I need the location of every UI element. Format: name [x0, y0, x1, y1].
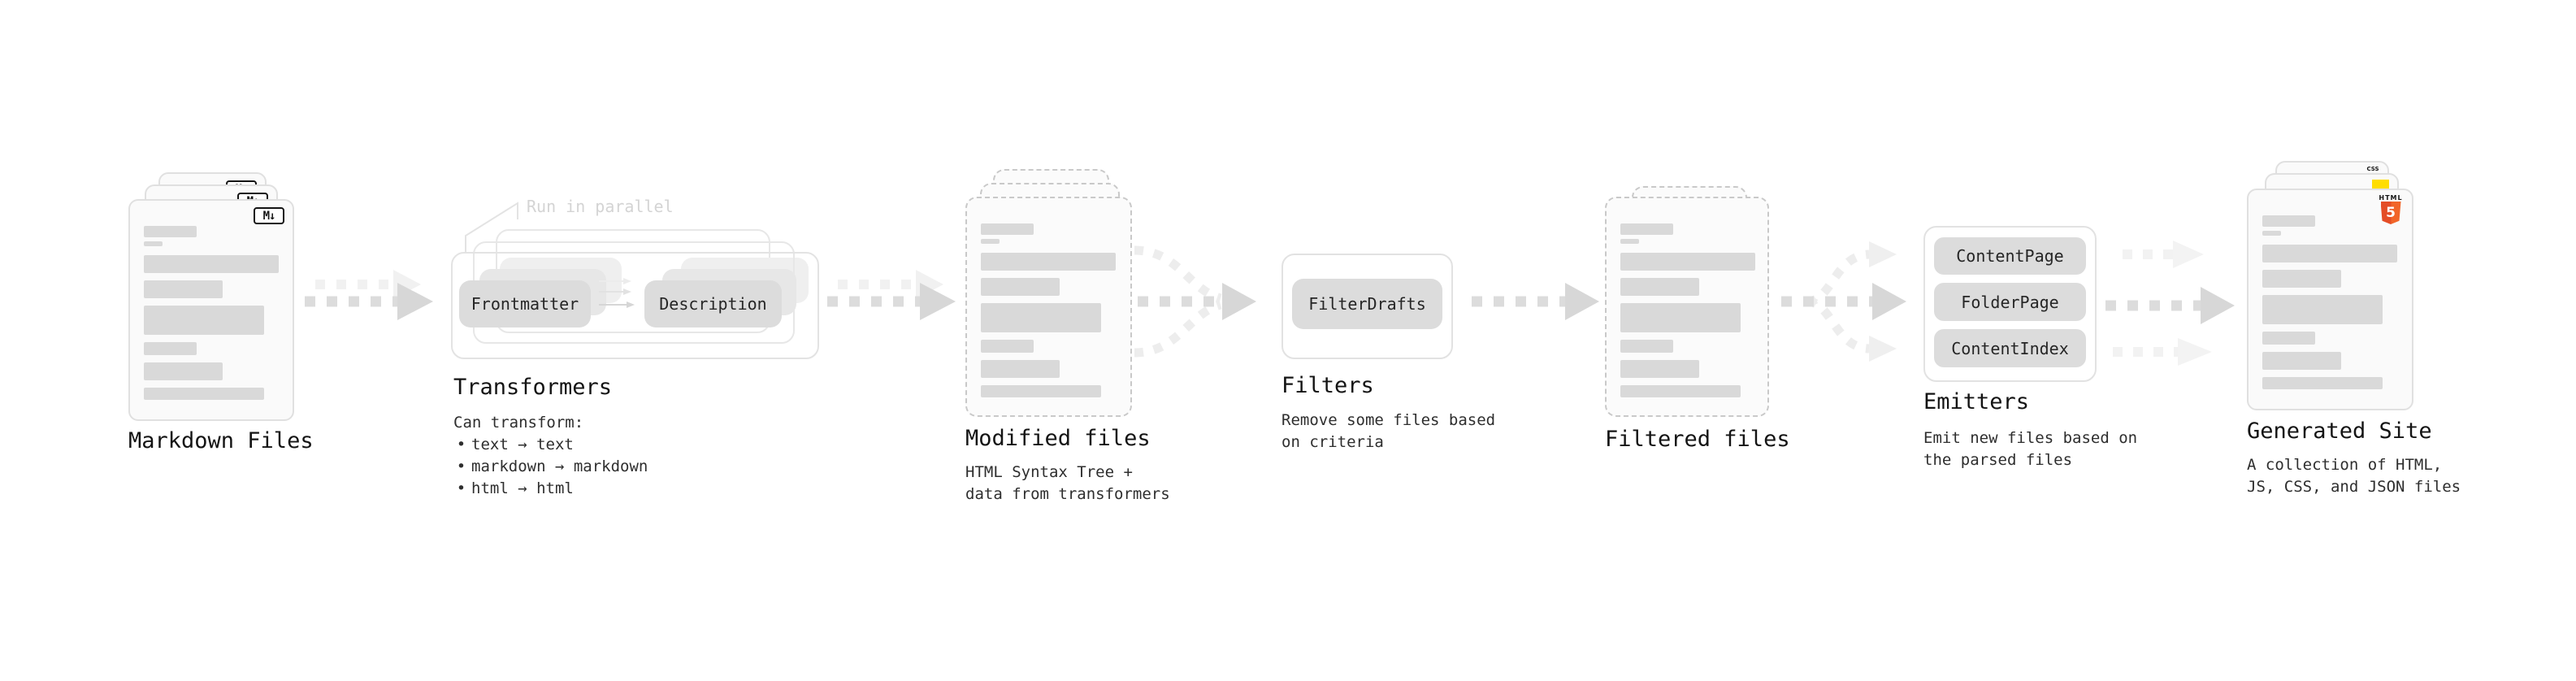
frontmatter-pill: Frontmatter	[459, 280, 591, 327]
run-in-parallel-annotation: Run in parallel	[527, 197, 674, 216]
transformers-title: Transformers	[453, 375, 613, 400]
parallel-arrows-icon	[599, 278, 635, 308]
modified-files-title: Modified files	[965, 426, 1151, 451]
markdown-files-title: Markdown Files	[128, 428, 314, 453]
filter-drafts-pill: FilterDrafts	[1292, 279, 1442, 329]
doc-placeholder-lines	[2262, 215, 2397, 389]
filtered-files-title: Filtered files	[1605, 427, 1790, 452]
list-item: html → html	[455, 478, 648, 500]
emitters-desc: Emit new files based on the parsed files	[1923, 429, 2138, 469]
html5-logo-text: HTML	[2379, 194, 2403, 202]
flow-arrow-filtered-to-emitters-split	[1781, 241, 1906, 362]
transformers-capability-list: text → text markdown → markdown html → h…	[455, 434, 648, 500]
flow-arrow-markdown-to-transformers	[305, 270, 433, 320]
description-pill: Description	[644, 280, 782, 327]
content-index-pill: ContentIndex	[1934, 329, 2086, 367]
flow-arrow-emitter-middle	[2105, 287, 2235, 324]
flow-arrow-transformers-to-modified	[827, 270, 956, 320]
markdown-doc-front: M↓	[128, 199, 294, 421]
list-item: markdown → markdown	[455, 456, 648, 478]
generated-doc-html: HTML 5	[2247, 189, 2413, 410]
generated-site-title: Generated Site	[2247, 419, 2432, 444]
markdown-icon: M↓	[254, 207, 284, 224]
folder-page-pill: FolderPage	[1934, 283, 2086, 321]
flow-arrow-filters-to-filtered	[1472, 283, 1599, 320]
content-page-pill: ContentPage	[1934, 237, 2086, 275]
filters-desc: Remove some files based on criteria	[1281, 411, 1496, 451]
annotation-connector-line	[465, 202, 518, 254]
generated-site-desc: A collection of HTML, JS, CSS, and JSON …	[2247, 456, 2461, 496]
js-file-icon	[2372, 180, 2389, 189]
doc-placeholder-lines	[981, 223, 1116, 397]
transformers-desc-lead: Can transform:	[453, 414, 584, 432]
flow-arrow-emitter-top	[2123, 241, 2204, 268]
transformer-frame-front	[451, 252, 819, 359]
flow-arrow-modified-to-filters-merge	[1134, 245, 1256, 358]
html5-logo-icon: HTML 5	[2379, 194, 2402, 224]
flow-arrow-emitter-bottom	[2113, 338, 2212, 366]
modified-doc-front	[965, 197, 1132, 417]
html5-logo-shield: 5	[2380, 202, 2401, 224]
doc-placeholder-lines	[1620, 223, 1755, 397]
modified-files-desc: HTML Syntax Tree + data from transformer…	[965, 463, 1170, 503]
list-item: text → text	[455, 434, 648, 456]
filtered-doc-front	[1605, 197, 1769, 417]
emitters-title: Emitters	[1923, 389, 2030, 414]
doc-placeholder-lines	[144, 226, 279, 400]
css-icon-label: CSS	[2366, 166, 2379, 172]
filters-title: Filters	[1281, 373, 1374, 398]
